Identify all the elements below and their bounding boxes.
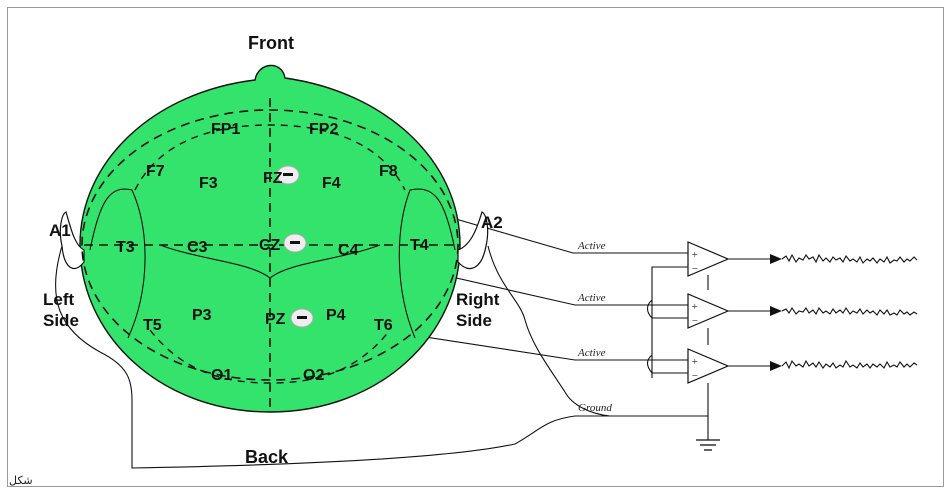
- back-label: Back: [245, 447, 289, 467]
- electrode-cz: CZ: [259, 237, 281, 254]
- ear-label-a2: A2: [481, 213, 503, 232]
- amplifier-2: + −: [687, 293, 772, 329]
- electrode-fp2: FP2: [309, 121, 338, 138]
- electrode-p4: P4: [326, 307, 346, 324]
- pz-marker: [290, 308, 314, 328]
- ear-label-a1: A1: [49, 221, 71, 240]
- electrode-fz: FZ: [263, 170, 283, 187]
- right-ear-wire: [487, 245, 611, 417]
- output-arrows: [770, 254, 782, 371]
- electrode-t3: T3: [116, 239, 135, 256]
- head: [59, 64, 489, 413]
- eeg-trace-3: [781, 359, 918, 370]
- left-side-label-2: Side: [43, 311, 79, 330]
- cz-marker: [283, 233, 307, 253]
- electrode-p3: P3: [192, 307, 212, 324]
- electrode-o1: O1: [211, 367, 232, 384]
- ground-symbol: [696, 439, 720, 451]
- signal-active-1: Active: [577, 240, 606, 252]
- amplifier-1: + −: [687, 241, 772, 277]
- left-inner-ear-line: [89, 188, 146, 339]
- fz-marker: [276, 165, 300, 185]
- electrode-t5: T5: [143, 317, 162, 334]
- amp-1-minus: −: [691, 263, 698, 275]
- electrode-c3: C3: [187, 239, 208, 256]
- output-arrow-3: [770, 361, 782, 371]
- electrode-t4: T4: [410, 237, 429, 254]
- corner-caption-mark: شكل: [9, 474, 33, 487]
- electrode-t6: T6: [374, 317, 393, 334]
- electrode-f4: F4: [322, 175, 341, 192]
- reference-bus: [646, 266, 688, 378]
- electrode-f7: F7: [146, 163, 165, 180]
- amp-2-minus: −: [691, 315, 698, 327]
- electrode-c4: C4: [338, 242, 359, 259]
- electrode-o2: O2: [303, 367, 324, 384]
- electrode-f8: F8: [379, 163, 398, 180]
- front-label: Front: [248, 33, 294, 53]
- amplifier-3: + −: [687, 348, 772, 384]
- eeg-traces: [781, 253, 918, 370]
- output-arrow-1: [770, 254, 782, 264]
- left-ear: [59, 211, 85, 270]
- left-ear-wire: [55, 245, 708, 469]
- signal-ground: Ground: [578, 402, 612, 414]
- amp-1-plus: +: [691, 249, 698, 261]
- amplifiers: + − + − + −: [687, 241, 772, 384]
- amp-2-plus: +: [691, 301, 698, 313]
- right-side-label-1: Right: [456, 290, 500, 309]
- signal-active-3: Active: [577, 347, 606, 359]
- signal-active-2: Active: [577, 292, 606, 304]
- dashed-upper-arc: [134, 124, 406, 191]
- labels: Front Back Left Side Right Side A1 A2 FP…: [43, 33, 612, 467]
- right-side-label-2: Side: [456, 311, 492, 330]
- right-ear: [457, 211, 489, 270]
- left-side-label-1: Left: [43, 290, 75, 309]
- right-inner-ear-line: [398, 188, 456, 339]
- eeg-trace-1: [781, 253, 918, 264]
- electrode-markers: [276, 165, 314, 328]
- electrode-fp1: FP1: [211, 121, 240, 138]
- electrode-f3: F3: [199, 175, 218, 192]
- electrode-pz: PZ: [265, 311, 286, 328]
- dashed-circle: [81, 109, 459, 381]
- eeg-trace-2: [781, 306, 918, 316]
- central-v-line: [159, 244, 381, 279]
- amp-3-plus: +: [691, 356, 698, 368]
- amp-3-minus: −: [691, 370, 698, 382]
- output-arrow-2: [770, 306, 782, 316]
